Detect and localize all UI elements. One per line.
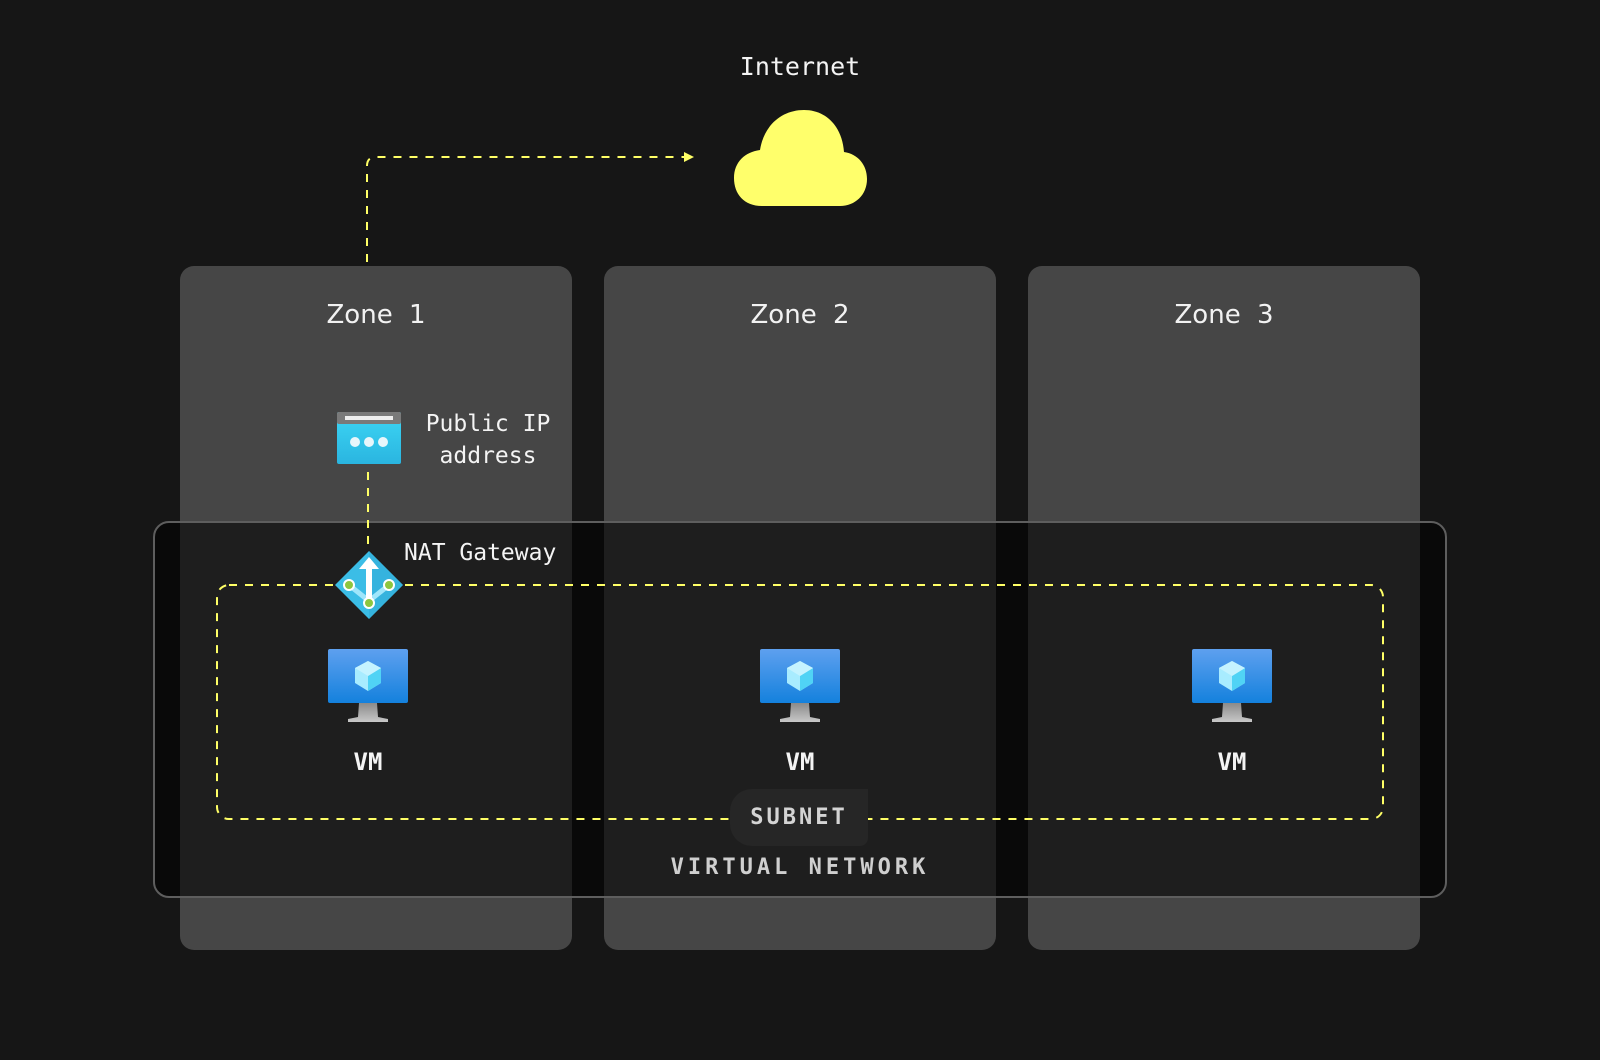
public-ip-label-line1: Public IP <box>425 411 551 437</box>
vm-1-label: VM <box>353 748 383 776</box>
public-ip-label: Public IP address <box>410 408 566 472</box>
internet-label: Internet <box>739 52 861 81</box>
vm-1-icon <box>328 649 408 722</box>
virtual-network-label: VIRTUAL NETWORK <box>670 855 930 880</box>
subnet-border <box>216 584 1384 820</box>
vm-2-icon <box>760 649 840 722</box>
vm-3-icon <box>1192 649 1272 722</box>
nat-gateway-icon <box>335 551 403 619</box>
subnet-label: SUBNET <box>750 805 848 830</box>
vm-3-label: VM <box>1217 748 1247 776</box>
zone-2-label: Zone 2 <box>750 300 850 330</box>
public-ip-icon <box>337 412 401 464</box>
vm-2-label: VM <box>785 748 815 776</box>
internet-connector <box>366 152 694 262</box>
subnet-tag: SUBNET <box>730 789 868 846</box>
zone-1-label: Zone 1 <box>326 300 426 330</box>
zone-3-label: Zone 3 <box>1174 300 1274 330</box>
public-ip-label-line2: address <box>439 443 537 469</box>
cloud-icon <box>734 110 867 206</box>
nat-gateway-label: NAT Gateway <box>404 540 557 566</box>
